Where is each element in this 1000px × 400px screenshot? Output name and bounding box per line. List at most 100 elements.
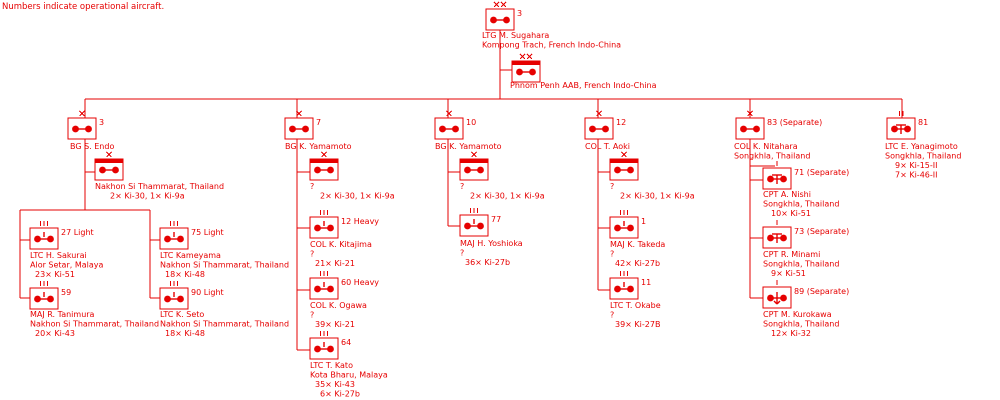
unit-info-line: 21× Ki-21 — [315, 259, 355, 268]
unit-info-line: 39× Ki-27B — [615, 320, 660, 329]
unit-info-line: Nakhon Si Thammarat, Thailand — [95, 182, 224, 191]
unit-y10-base: ? 2× Ki-30, 1× Ki-9a — [459, 151, 545, 201]
unit-info-line: Songkhla, Thailand — [763, 260, 839, 269]
unit-number: 90 Light — [191, 288, 224, 297]
fighter-icon — [309, 337, 339, 360]
unit-info-line: LTG M. Sugahara — [482, 31, 549, 40]
unit-info-line: 2× Ki-30, 1× Ki-9a — [320, 192, 395, 201]
unit-info-line: 9× Ki-15-II — [895, 161, 937, 170]
unit-info-line: 39× Ki-21 — [315, 320, 355, 329]
unit-info-line: ? — [460, 182, 464, 191]
fighter-icon — [309, 277, 339, 300]
unit-number: 1 — [641, 217, 646, 226]
unit-info-line: LTC K. Seto — [160, 310, 204, 319]
fighter-icon — [159, 287, 189, 310]
unit-number: 64 — [341, 338, 351, 347]
unit-info-line: Alor Setar, Malaya — [30, 261, 104, 270]
unit-info-line: 18× Ki-48 — [165, 329, 205, 338]
unit-info-line: LTC Kameyama — [160, 251, 221, 260]
connector-lines — [19, 27, 903, 351]
unit-info-line: Phnom Penh AAB, French Indo-China — [510, 81, 657, 90]
air-unit-icon — [434, 117, 464, 140]
unit-info-line: CPT M. Kurokawa — [763, 310, 832, 319]
unit-info-line: ? — [310, 311, 314, 320]
unit-info-line: Kota Bharu, Malaya — [310, 371, 388, 380]
unit-number: 12 Heavy — [341, 217, 379, 226]
unit-info-line: 9× Ki-51 — [771, 269, 806, 278]
unit-info-line: ? — [610, 311, 614, 320]
unit-info-line: LTC H. Sakurai — [30, 251, 87, 260]
base-unit-icon — [459, 158, 489, 181]
unit-number: 60 Heavy — [341, 278, 379, 287]
unit-number: 81 — [918, 118, 928, 127]
unit-number: 75 Light — [191, 228, 224, 237]
unit-info-line: Kompong Trach, French Indo-China — [482, 41, 621, 50]
unit-info-line: CPT A. Nishi — [763, 190, 811, 199]
unit-number: 11 — [641, 278, 651, 287]
unit-info-line: 23× Ki-51 — [35, 270, 75, 279]
unit-number: 3 — [99, 118, 104, 127]
unit-info-line: MAJ H. Yoshioka — [460, 239, 523, 248]
unit-number: 73 (Separate) — [794, 227, 849, 236]
unit-info-line: 7× Ki-46-II — [895, 171, 937, 180]
air-unit-icon — [284, 117, 314, 140]
unit-info-line: COL T. Aoki — [585, 142, 630, 151]
unit-info-line: LTC T. Kato — [310, 361, 353, 370]
unit-info-line: Songkhla, Thailand — [763, 320, 839, 329]
unit-info-line: 12× Ki-32 — [771, 329, 811, 338]
unit-info-line: COL K. Nitahara — [734, 142, 798, 151]
unit-info-line: 2× Ki-30, 1× Ki-9a — [470, 192, 545, 201]
unit-bde-endo: 3 BG S. Endo — [67, 110, 114, 151]
unit-info-line: 20× Ki-43 — [35, 329, 75, 338]
unit-info-line: BG K. Yamamoto — [285, 142, 352, 151]
air-unit-icon — [735, 117, 765, 140]
fighter-icon — [459, 214, 489, 237]
recon-icon — [886, 117, 916, 140]
unit-info-line: 36× Ki-27b — [465, 258, 510, 267]
recon-icon — [762, 226, 792, 249]
unit-info-line: ? — [310, 250, 314, 259]
air-unit-icon — [485, 8, 515, 31]
unit-number: 12 — [616, 118, 626, 127]
unit-info-line: BG S. Endo — [70, 142, 114, 151]
unit-info-line: 42× Ki-27b — [615, 259, 660, 268]
unit-number: 77 — [491, 215, 501, 224]
unit-info-line: 10× Ki-51 — [771, 209, 811, 218]
army-coop-icon — [762, 286, 792, 309]
unit-info-line: Nakhon Si Thammarat, Thailand — [160, 320, 289, 329]
unit-info-line: 35× Ki-43 — [315, 380, 355, 389]
unit-number: 7 — [316, 118, 321, 127]
unit-hq-base: Phnom Penh AAB, French Indo-China — [510, 53, 657, 90]
unit-number: 89 (Separate) — [794, 287, 849, 296]
header-note: Numbers indicate operational aircraft. — [2, 2, 164, 12]
unit-info-line: COL K. Kitajima — [310, 240, 372, 249]
unit-info-line: BG K. Yamamoto — [435, 142, 502, 151]
unit-info-line: COL K. Ogawa — [310, 301, 367, 310]
base-unit-icon — [309, 158, 339, 181]
unit-number: 3 — [517, 9, 522, 18]
fighter-icon — [29, 287, 59, 310]
unit-info-line: ? — [610, 250, 614, 259]
unit-info-line: LTC T. Okabe — [610, 301, 661, 310]
unit-info-line: Songkhla, Thailand — [885, 152, 961, 161]
unit-number: 71 (Separate) — [794, 168, 849, 177]
unit-number: 59 — [61, 288, 71, 297]
fighter-icon — [609, 216, 639, 239]
unit-number: 27 Light — [61, 228, 94, 237]
air-unit-icon — [584, 117, 614, 140]
